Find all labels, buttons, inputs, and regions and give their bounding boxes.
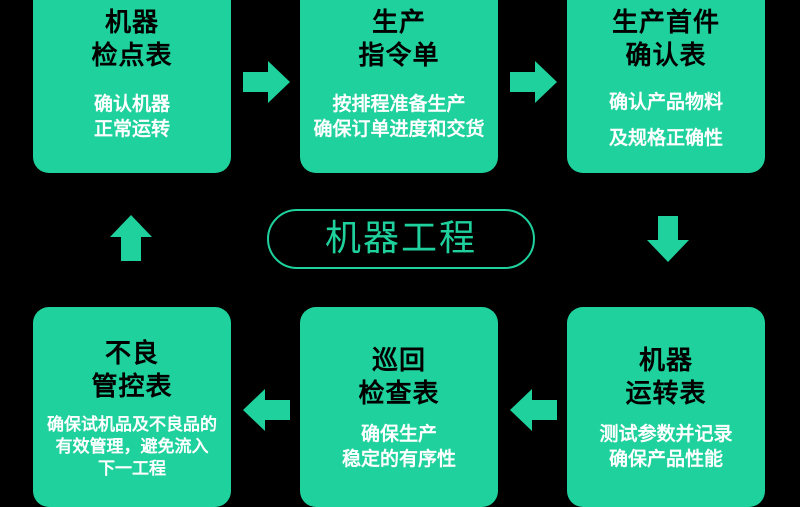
card-description: 测试参数并记录 确保产品性能 xyxy=(567,422,765,472)
arrow-right-icon xyxy=(243,61,290,103)
card-production-order: 生产 指令单 按排程准备生产 确保订单进度和交货 xyxy=(300,0,498,173)
card-desc-line: 测试参数并记录 xyxy=(599,423,733,445)
card-desc-line: 及规格正确性 xyxy=(608,127,723,149)
arrow-left-icon xyxy=(510,389,557,431)
card-description: 确保生产 稳定的有序性 xyxy=(300,422,498,472)
card-defect-control: 不良 管控表 确保试机品及不良品的 有效管理，避免流入 下一工程 xyxy=(33,307,231,507)
card-title-line: 指令单 xyxy=(358,41,440,71)
card-desc-line: 确保试机品及不良品的 xyxy=(47,415,217,435)
arrow-down-icon xyxy=(647,216,689,262)
card-title: 生产 指令单 xyxy=(300,7,498,73)
card-desc-line: 确保订单进度和交货 xyxy=(313,118,485,140)
card-title-line: 巡回 xyxy=(371,346,426,376)
card-title-line: 机器 xyxy=(638,346,693,376)
card-title: 机器 运转表 xyxy=(567,345,765,411)
card-title: 机器 检点表 xyxy=(33,7,231,73)
card-description: 按排程准备生产 确保订单进度和交货 xyxy=(300,92,498,142)
card-desc-line: 按排程准备生产 xyxy=(332,93,466,115)
card-title-line: 确认表 xyxy=(625,41,707,71)
card-description: 确认产品物料 及规格正确性 xyxy=(567,90,765,151)
card-first-article-confirmation: 生产首件 确认表 确认产品物料 及规格正确性 xyxy=(567,0,765,173)
card-desc-line: 稳定的有序性 xyxy=(341,448,456,470)
card-description: 确认机器 正常运转 xyxy=(33,92,231,142)
card-machine-checklist: 机器 检点表 确认机器 正常运转 xyxy=(33,0,231,173)
card-title-line: 机器 xyxy=(104,8,159,38)
arrow-up-icon xyxy=(110,215,152,261)
card-desc-line: 正常运转 xyxy=(93,118,170,140)
card-description: 确保试机品及不良品的 有效管理，避免流入 下一工程 xyxy=(33,414,231,480)
card-desc-line: 确认产品物料 xyxy=(608,91,723,113)
card-title-line: 运转表 xyxy=(625,379,707,409)
card-machine-operation: 机器 运转表 测试参数并记录 确保产品性能 xyxy=(567,307,765,507)
card-title-line: 生产首件 xyxy=(611,8,720,38)
center-title: 机器工程 xyxy=(267,209,535,269)
card-title: 生产首件 确认表 xyxy=(567,7,765,73)
arrow-right-icon xyxy=(510,61,557,103)
card-title: 不良 管控表 xyxy=(33,338,231,404)
card-title-line: 管控表 xyxy=(91,372,173,402)
card-desc-line: 确保生产 xyxy=(360,423,437,445)
card-title-line: 检点表 xyxy=(91,41,173,71)
card-desc-line: 下一工程 xyxy=(98,459,166,479)
card-desc-line: 有效管理，避免流入 xyxy=(55,437,209,457)
card-title-line: 生产 xyxy=(371,8,426,38)
card-patrol-inspection: 巡回 检查表 确保生产 稳定的有序性 xyxy=(300,307,498,507)
card-desc-line: 确保产品性能 xyxy=(608,448,723,470)
card-title-line: 检查表 xyxy=(358,379,440,409)
card-desc-line: 确认机器 xyxy=(93,93,170,115)
arrow-left-icon xyxy=(243,389,290,431)
card-title-line: 不良 xyxy=(104,339,159,369)
card-title: 巡回 检查表 xyxy=(300,345,498,411)
